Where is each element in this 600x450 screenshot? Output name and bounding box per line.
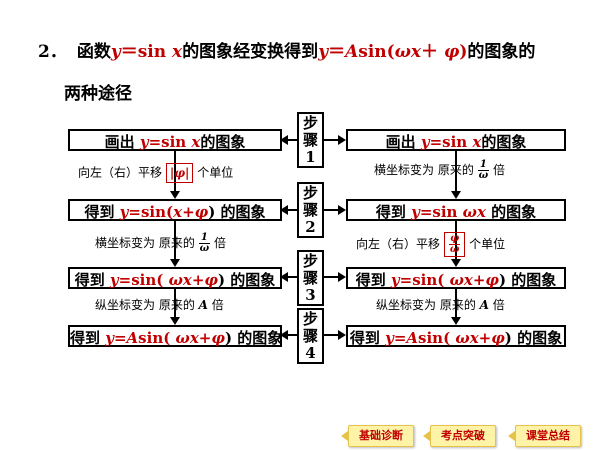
right-box-step3: 得到 y=sin( ωx+φ) 的图象 [346, 267, 566, 289]
arrow-left-icon [280, 205, 288, 215]
arrow-left-icon [280, 135, 288, 145]
left-box-step4: 得到 y=Asin( ωx+φ) 的图象 [68, 325, 282, 347]
flow-line [174, 289, 176, 319]
connector-line [324, 334, 338, 336]
flow-line [174, 221, 176, 261]
flow-line [455, 289, 457, 319]
flow-line [174, 151, 176, 193]
connector-line [286, 334, 297, 336]
arrow-right-icon [338, 272, 346, 282]
left-box-step1: 画出 y=sin x的图象 [68, 129, 282, 151]
page-title: 2．函数y＝sin x的图象经变换得到y＝Asin(ωx＋ φ)的图象的 [38, 42, 536, 62]
left-box-step2: 得到 y=sin(x+φ) 的图象 [68, 199, 282, 221]
arrow-right-icon [338, 135, 346, 145]
connector-line [324, 209, 338, 211]
left-note-3: 纵坐标变为 原来的 A 倍 [95, 298, 224, 312]
connector-line [324, 276, 338, 278]
page-title-line2: 两种途径 [64, 84, 132, 104]
flow-line [455, 151, 457, 193]
right-box-step2: 得到 y=sin ωx 的图象 [346, 199, 566, 221]
nav-key-points-button[interactable]: 考点突破 [423, 425, 496, 447]
left-box-step3: 得到 y=sin( ωx+φ) 的图象 [68, 267, 282, 289]
connector-line [286, 276, 297, 278]
arrow-right-icon [338, 330, 346, 340]
arrow-down-icon [451, 191, 461, 199]
flow-line [455, 221, 457, 261]
arrow-down-icon [170, 191, 180, 199]
connector-line [286, 139, 297, 141]
arrow-right-icon [338, 205, 346, 215]
nav-summary-button[interactable]: 课堂总结 [508, 425, 581, 447]
arrow-down-icon [451, 317, 461, 325]
right-box-step1: 画出 y=sin x的图象 [346, 129, 566, 151]
right-box-step4: 得到 y=Asin( ωx+φ) 的图象 [346, 325, 566, 347]
connector-line [324, 139, 338, 141]
right-note-3: 纵坐标变为 原来的 A 倍 [376, 298, 505, 312]
arrow-down-icon [170, 317, 180, 325]
arrow-down-icon [451, 259, 461, 267]
arrow-left-icon [280, 272, 288, 282]
arrow-left-icon [280, 330, 288, 340]
connector-line [286, 209, 297, 211]
arrow-down-icon [170, 259, 180, 267]
nav-basic-diagnosis-button[interactable]: 基础诊断 [341, 425, 414, 447]
left-note-1: 向左（右）平移 |φ| 个单位 [78, 163, 233, 183]
